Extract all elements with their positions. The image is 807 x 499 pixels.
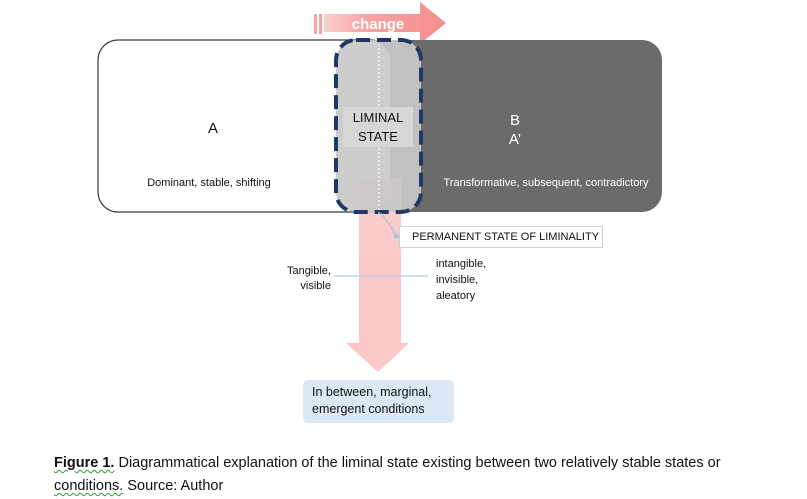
state-b-letter: B xyxy=(510,112,520,129)
outcome-box: In between, marginal, emergent condition… xyxy=(303,380,454,423)
state-a-description: Dominant, stable, shifting xyxy=(147,177,271,189)
permanent-state-label: PERMANENT STATE OF LIMINALITY xyxy=(399,226,603,248)
connector-arrowhead xyxy=(393,233,399,239)
permanent-connector xyxy=(380,212,400,238)
left-qualities-line1: Tangible, xyxy=(287,265,331,277)
caption-text2: conditions. xyxy=(54,478,124,494)
state-b-description: Transformative, subsequent, contradictor… xyxy=(443,177,649,189)
state-a-letter: A xyxy=(208,120,218,137)
change-label: change xyxy=(352,16,405,33)
figure-caption: Figure 1. Diagrammatical explanation of … xyxy=(54,452,806,498)
caption-source: Source: Author xyxy=(127,478,224,494)
outcome-line2: emergent conditions xyxy=(312,402,425,416)
change-arrow: change xyxy=(314,2,446,44)
outcome-line1: In between, marginal, xyxy=(312,385,432,399)
liminal-label-line2: STATE xyxy=(358,129,398,144)
left-qualities-line2: visible xyxy=(300,280,331,292)
liminal-label-line1: LIMINAL xyxy=(353,110,404,125)
right-qualities-line3: aleatory xyxy=(436,290,476,302)
right-qualities-line2: invisible, xyxy=(436,274,478,286)
right-qualities-line1: intangible, xyxy=(436,258,486,270)
state-b-letter-prime: A’ xyxy=(509,131,521,148)
liminal-label-bg xyxy=(343,107,413,147)
liminal-diagram: change LIMINAL STATE A Dominant, stable,… xyxy=(97,2,662,372)
caption-label: Figure 1. xyxy=(54,455,115,471)
state-b-box xyxy=(348,40,662,212)
caption-text: Diagrammatical explanation of the limina… xyxy=(118,455,721,471)
